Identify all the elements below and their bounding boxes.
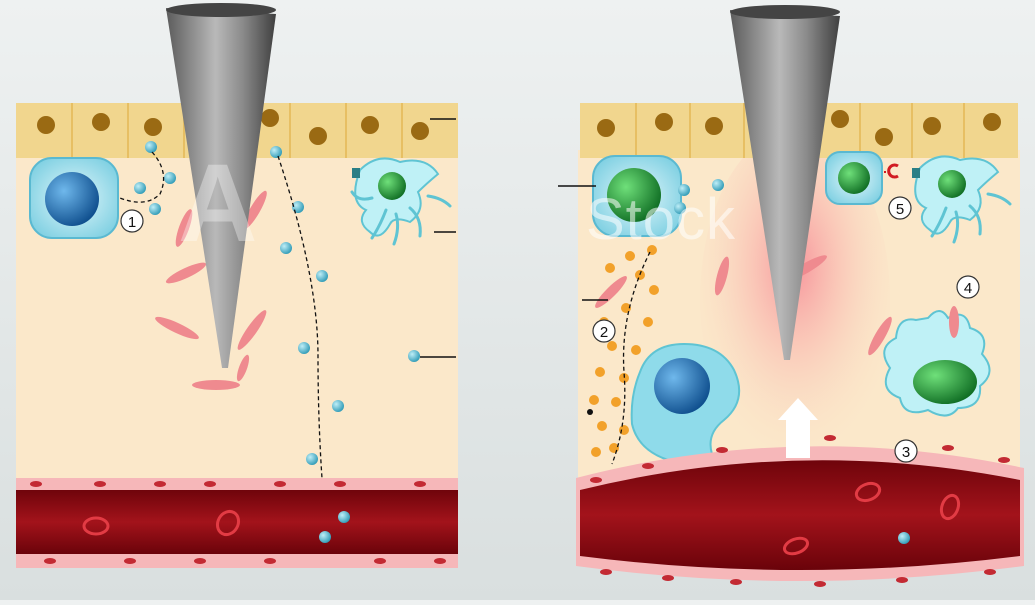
marker-2-label: 2 <box>600 324 608 341</box>
right-panel: 2 3 4 5 <box>558 5 1024 587</box>
marker-3-label: 3 <box>902 444 910 461</box>
t-cell <box>826 152 882 204</box>
marker-1: 1 <box>121 210 143 232</box>
marker-3: 3 <box>895 440 917 462</box>
activated-lymphocyte <box>558 156 681 236</box>
marker-5: 5 <box>889 197 911 219</box>
left-blood-vessel <box>16 478 458 568</box>
marker-4-label: 4 <box>964 280 972 297</box>
marker-1-label: 1 <box>128 214 136 231</box>
lymphocyte-cell <box>30 158 118 238</box>
marker-5-label: 5 <box>896 201 904 218</box>
marker-2: 2 <box>593 320 615 342</box>
marker-4: 4 <box>957 276 979 298</box>
left-panel: 1 <box>16 3 458 568</box>
